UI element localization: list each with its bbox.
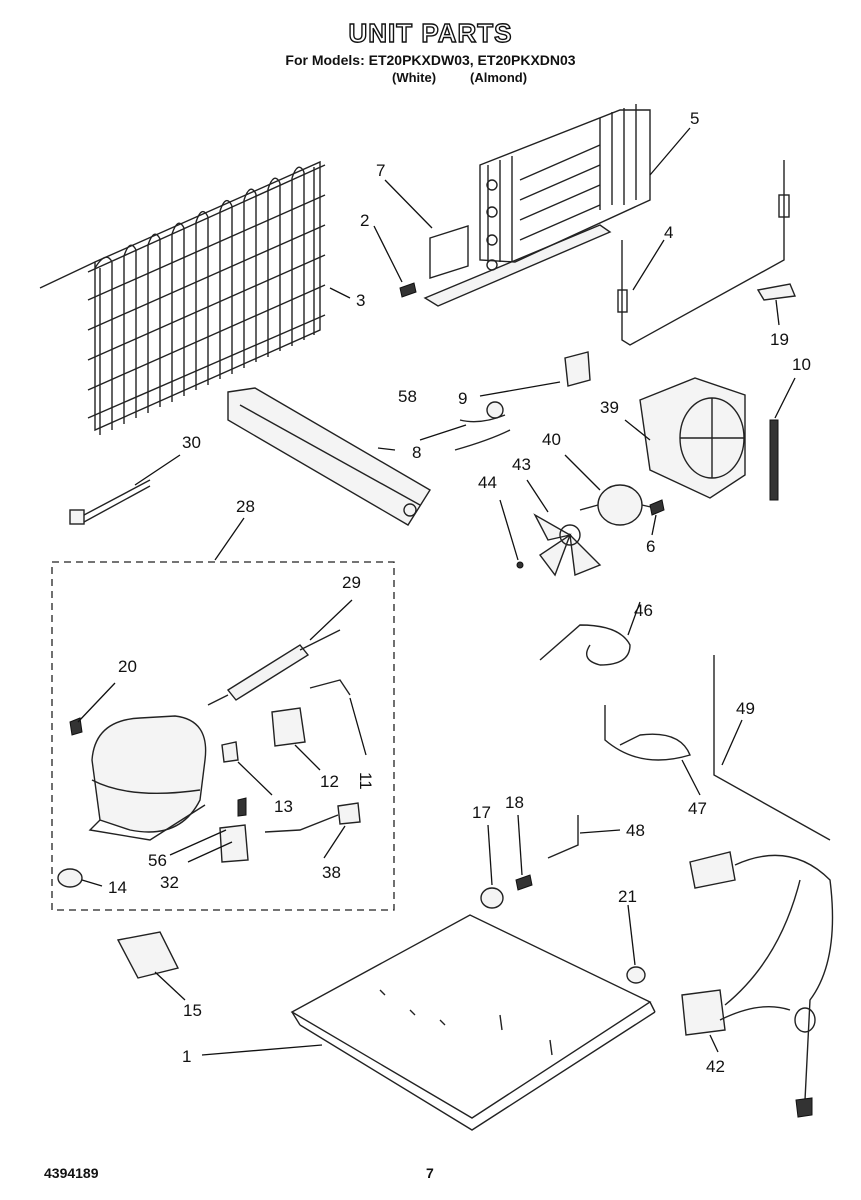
color-almond-label: (Almond) bbox=[470, 70, 528, 85]
callout-44: 44 bbox=[478, 473, 497, 492]
fan-motor-assembly bbox=[454, 351, 665, 577]
document-number: 4394189 bbox=[44, 1165, 99, 1181]
callout-17: 17 bbox=[472, 803, 491, 822]
page-title: UNIT PARTS bbox=[348, 17, 513, 48]
callout-2: 2 bbox=[360, 211, 369, 230]
thermostat-wire bbox=[617, 160, 790, 346]
callout-6: 6 bbox=[646, 537, 655, 556]
compressor bbox=[57, 715, 207, 888]
callout-13: 13 bbox=[274, 797, 293, 816]
callout-labels: 7 2 5 4 3 19 10 9 39 58 8 40 43 44 6 30 … bbox=[108, 109, 811, 1076]
callout-46: 46 bbox=[634, 601, 653, 620]
screw-18 bbox=[515, 874, 533, 891]
callout-48: 48 bbox=[626, 821, 645, 840]
callout-30: 30 bbox=[182, 433, 201, 452]
callout-58: 58 bbox=[398, 387, 417, 406]
callout-11: 11 bbox=[356, 772, 375, 790]
drain-trough bbox=[227, 387, 431, 526]
callout-4: 4 bbox=[664, 223, 673, 242]
callout-8: 8 bbox=[412, 443, 421, 462]
leader-lines bbox=[77, 127, 796, 1056]
relay-overload-parts bbox=[219, 707, 361, 863]
callout-1: 1 bbox=[182, 1047, 191, 1066]
page-number: 7 bbox=[426, 1165, 434, 1181]
foam-strip bbox=[769, 419, 779, 501]
grommet-21 bbox=[626, 966, 646, 984]
fan-shroud bbox=[639, 377, 746, 499]
callout-15: 15 bbox=[183, 1001, 202, 1020]
base-plate bbox=[290, 914, 656, 1131]
compressor-kit-box bbox=[51, 561, 395, 911]
grommet-17 bbox=[480, 887, 504, 909]
drain-tube bbox=[69, 479, 151, 525]
evaporator-assembly bbox=[399, 104, 651, 307]
color-white-label: (White) bbox=[392, 70, 437, 85]
callout-43: 43 bbox=[512, 455, 531, 474]
tube-49 bbox=[713, 655, 831, 841]
callout-18: 18 bbox=[505, 793, 524, 812]
callout-56: 56 bbox=[148, 851, 167, 870]
callout-47: 47 bbox=[688, 799, 707, 818]
models-line: For Models: ET20PKXDW03, ET20PKXDN03 bbox=[285, 52, 576, 68]
callout-3: 3 bbox=[356, 291, 365, 310]
callout-12: 12 bbox=[320, 772, 339, 791]
callout-29: 29 bbox=[342, 573, 361, 592]
wire-clip bbox=[756, 283, 796, 301]
callout-14: 14 bbox=[108, 878, 127, 897]
callout-7: 7 bbox=[376, 161, 385, 180]
callout-49: 49 bbox=[736, 699, 755, 718]
callout-19: 19 bbox=[770, 330, 789, 349]
callout-39: 39 bbox=[600, 398, 619, 417]
tube-48 bbox=[547, 815, 579, 859]
callout-10: 10 bbox=[792, 355, 811, 374]
callout-20: 20 bbox=[118, 657, 137, 676]
callout-9: 9 bbox=[458, 389, 467, 408]
callout-42: 42 bbox=[706, 1057, 725, 1076]
capillary-drier bbox=[207, 629, 351, 706]
callout-5: 5 bbox=[690, 109, 699, 128]
callout-28: 28 bbox=[236, 497, 255, 516]
tube-46 bbox=[539, 624, 631, 666]
tube-47 bbox=[604, 705, 691, 761]
callout-40: 40 bbox=[542, 430, 561, 449]
wiring-harness bbox=[681, 851, 834, 1118]
callout-21: 21 bbox=[618, 887, 637, 906]
condenser-coil bbox=[39, 160, 326, 435]
callout-32: 32 bbox=[160, 873, 179, 892]
callout-38: 38 bbox=[322, 863, 341, 882]
start-device bbox=[116, 931, 180, 979]
